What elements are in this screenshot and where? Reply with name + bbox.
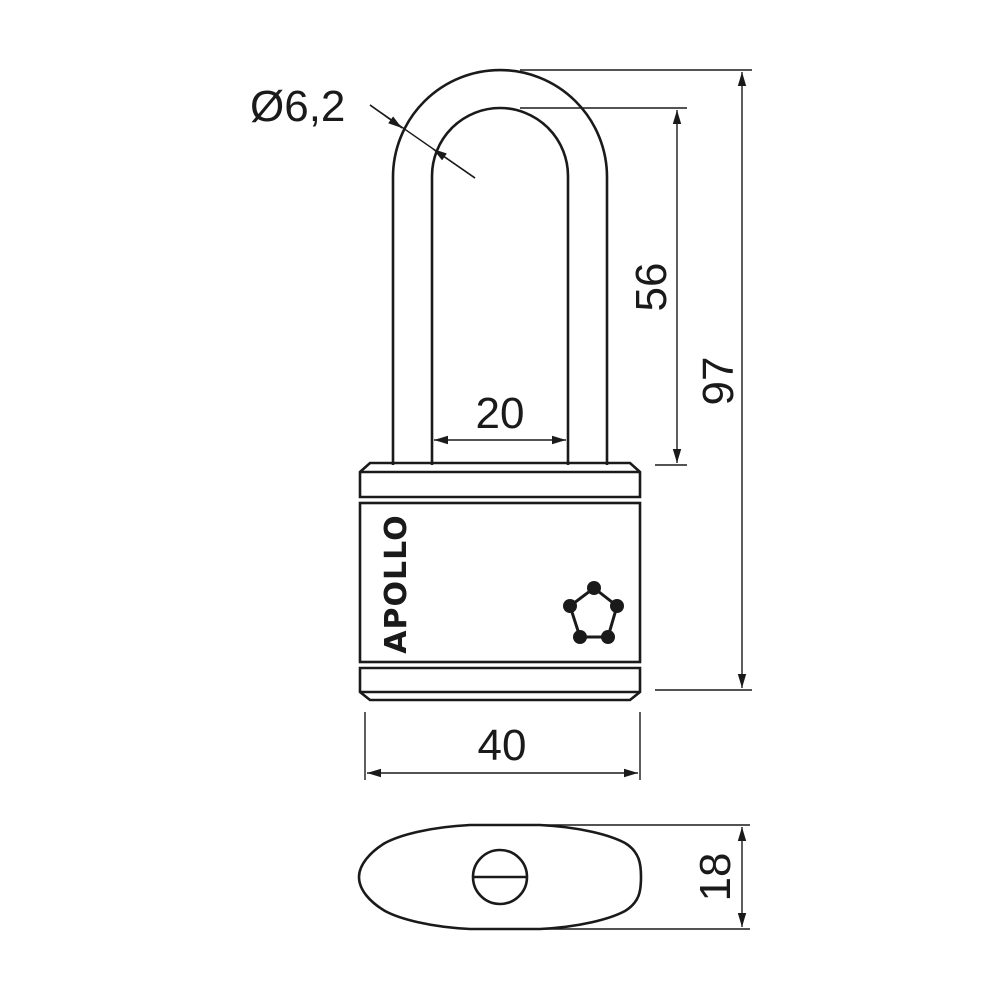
dim-total-height: 97 xyxy=(694,357,743,406)
dim-shackle-diameter: Ø6,2 xyxy=(250,82,345,131)
dim-shackle-clearance: 56 xyxy=(627,263,676,312)
shackle-outer xyxy=(391,68,609,465)
body-bottom-cap xyxy=(358,666,642,702)
body-main xyxy=(358,501,642,664)
brand-logo: APOLLO xyxy=(379,514,414,653)
dim-body-thickness: 18 xyxy=(691,853,740,902)
dim-body-width: 40 xyxy=(478,721,527,770)
body-top-cap xyxy=(358,461,642,499)
dim-shackle-width: 20 xyxy=(476,389,525,438)
keyhole-icon xyxy=(471,848,529,906)
pentagon-logo-icon xyxy=(563,581,624,644)
